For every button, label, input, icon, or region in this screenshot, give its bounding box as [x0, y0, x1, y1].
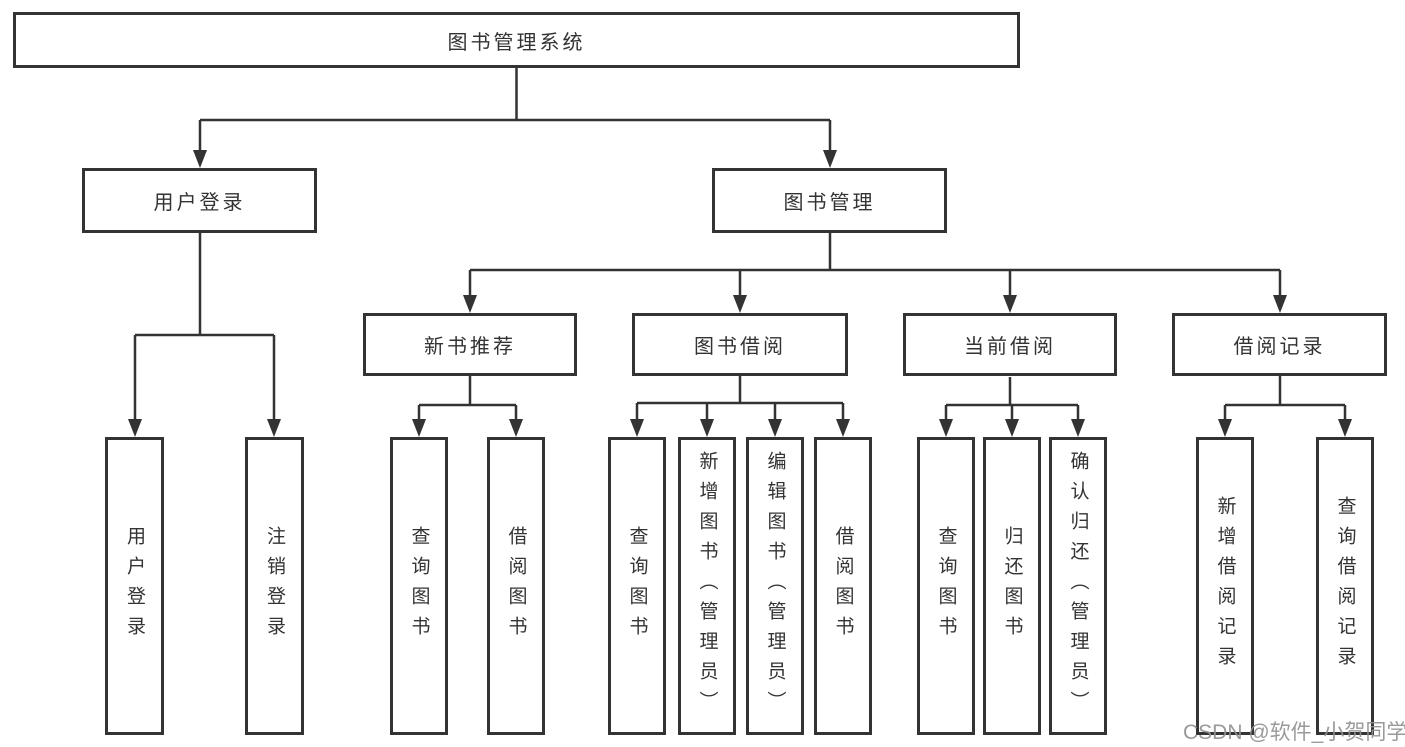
leaf-query-books-newbook-label: 查询图书	[408, 526, 430, 646]
leaf-query-books-current: 查询图书	[917, 437, 975, 735]
leaf-query-books-borrow-label: 查询图书	[626, 526, 648, 646]
leaf-borrow-books: 借阅图书	[814, 437, 872, 735]
leaf-borrow-books-label: 借阅图书	[832, 526, 854, 646]
leaf-query-borrow-record-label: 查询借阅记录	[1334, 496, 1356, 676]
node-book-management: 图书管理	[712, 168, 947, 233]
leaf-query-borrow-record: 查询借阅记录	[1316, 437, 1374, 735]
node-current-borrowing-label: 当前借阅	[964, 336, 1056, 358]
leaf-return-books-label: 归还图书	[1001, 526, 1023, 646]
root-node-label: 图书管理系统	[447, 31, 586, 54]
leaf-edit-book-admin: 编辑图书（管理员）	[746, 437, 804, 735]
node-book-borrowing-label: 图书借阅	[694, 336, 786, 358]
node-book-borrowing: 图书借阅	[632, 313, 848, 376]
leaf-user-login-label: 用户登录	[124, 526, 145, 646]
leaf-query-books-newbook: 查询图书	[390, 437, 448, 735]
leaf-return-books: 归还图书	[983, 437, 1041, 735]
leaf-add-borrow-record-label: 新增借阅记录	[1214, 496, 1236, 676]
csdn-watermark: CSDN @软件_小贺同学	[1183, 721, 1405, 744]
leaf-confirm-return-admin: 确认归还（管理员）	[1049, 437, 1107, 735]
leaf-add-borrow-record: 新增借阅记录	[1196, 437, 1254, 735]
node-book-management-label: 图书管理	[783, 192, 876, 214]
node-borrowing-records: 借阅记录	[1172, 313, 1387, 376]
leaf-user-login: 用户登录	[105, 437, 164, 735]
leaf-add-book-admin-label: 新增图书（管理员）	[696, 451, 718, 721]
leaf-logout: 注销登录	[245, 437, 304, 735]
leaf-borrow-books-newbook-label: 借阅图书	[505, 526, 527, 646]
leaf-edit-book-admin-label: 编辑图书（管理员）	[764, 451, 786, 721]
node-user-login: 用户登录	[82, 168, 317, 233]
leaf-add-book-admin: 新增图书（管理员）	[678, 437, 736, 735]
leaf-borrow-books-newbook: 借阅图书	[487, 437, 545, 735]
leaf-query-books-current-label: 查询图书	[935, 526, 957, 646]
leaf-logout-label: 注销登录	[264, 526, 285, 646]
root-node-library-management-system: 图书管理系统	[13, 12, 1020, 68]
node-current-borrowing: 当前借阅	[903, 313, 1117, 376]
node-new-book-recommendation: 新书推荐	[363, 313, 577, 376]
leaf-query-books-borrow: 查询图书	[608, 437, 666, 735]
node-borrowing-records-label: 借阅记录	[1233, 336, 1326, 358]
node-new-book-recommendation-label: 新书推荐	[424, 336, 516, 358]
node-user-login-label: 用户登录	[153, 192, 246, 214]
leaf-confirm-return-admin-label: 确认归还（管理员）	[1067, 451, 1089, 721]
